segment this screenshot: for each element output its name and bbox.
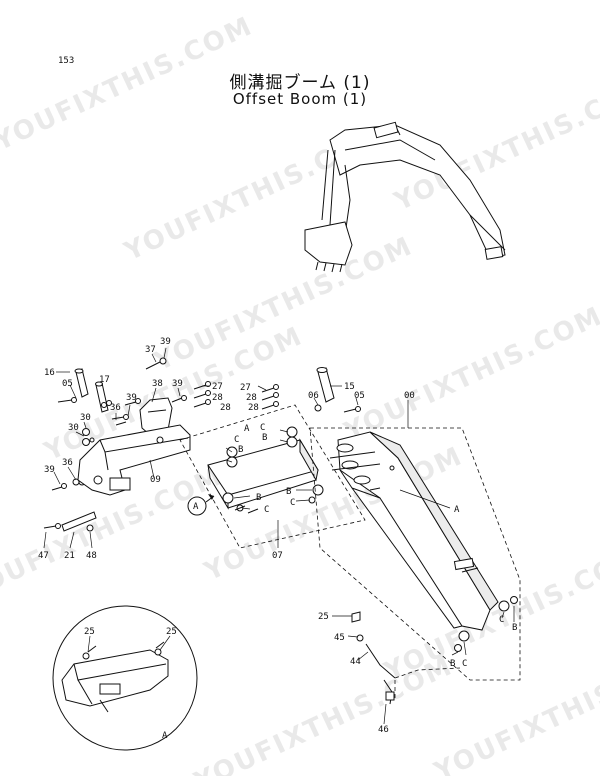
callout-b: B bbox=[450, 659, 455, 669]
boom-assembly-00 bbox=[309, 427, 521, 681]
callout-25: 25 bbox=[84, 627, 95, 637]
callout-a-marker bbox=[187, 494, 215, 516]
pin-part-15 bbox=[316, 367, 335, 403]
callout-44: 44 bbox=[350, 657, 361, 667]
callout-b: B bbox=[238, 445, 243, 455]
callout-06: 06 bbox=[308, 391, 319, 401]
callout-b: B bbox=[256, 493, 261, 503]
callout-00: 00 bbox=[404, 391, 415, 401]
page-title-english: Offset Boom (1) bbox=[232, 90, 368, 108]
callout-c: C bbox=[260, 423, 265, 433]
pin-part-21 bbox=[43, 511, 97, 532]
callout-25: 25 bbox=[166, 627, 177, 637]
callout-a: A bbox=[244, 424, 250, 434]
callout-46: 46 bbox=[378, 725, 389, 735]
callout-45: 45 bbox=[334, 633, 345, 643]
callout-25: 25 bbox=[318, 612, 329, 622]
callout-28: 28 bbox=[248, 403, 259, 413]
callout-05: 05 bbox=[354, 391, 365, 401]
callout-28: 28 bbox=[220, 403, 231, 413]
pin-part-17 bbox=[95, 381, 109, 413]
callout-c: C bbox=[234, 435, 239, 445]
page-number: 153 bbox=[58, 56, 75, 66]
callout-39: 39 bbox=[126, 393, 137, 403]
bolt-parts-05-06 bbox=[314, 404, 361, 413]
callout-a-marker-label: A bbox=[193, 502, 199, 512]
pin-part-16 bbox=[74, 368, 89, 398]
callout-39: 39 bbox=[160, 337, 171, 347]
callout-39: 39 bbox=[172, 379, 183, 389]
bolt-parts-27-28 bbox=[193, 381, 279, 410]
callout-28: 28 bbox=[246, 393, 257, 403]
callout-c: C bbox=[462, 659, 467, 669]
callout-38: 38 bbox=[152, 379, 163, 389]
callout-47: 47 bbox=[38, 551, 49, 561]
page-title-japanese: 側溝掘ブーム (1) bbox=[229, 73, 371, 93]
callout-05: 05 bbox=[62, 379, 73, 389]
callout-a: A bbox=[454, 505, 460, 515]
bracket-part-09 bbox=[77, 424, 191, 496]
callout-27: 27 bbox=[212, 382, 223, 392]
callout-30: 30 bbox=[68, 423, 79, 433]
callout-b: B bbox=[512, 623, 517, 633]
callout-30: 30 bbox=[80, 413, 91, 423]
callout-b: B bbox=[262, 433, 267, 443]
callout-09: 09 bbox=[150, 475, 161, 485]
callout-16: 16 bbox=[44, 368, 55, 378]
machine-overview-illustration bbox=[304, 121, 506, 273]
grease-line-parts-44-46 bbox=[351, 611, 461, 705]
callout-27: 27 bbox=[240, 383, 251, 393]
lower-pin-group-07 bbox=[179, 404, 366, 549]
callout-c: C bbox=[499, 615, 504, 625]
detail-view-label: A bbox=[162, 731, 168, 741]
callout-b: B bbox=[286, 487, 291, 497]
callout-17: 17 bbox=[99, 375, 110, 385]
callout-48: 48 bbox=[86, 551, 97, 561]
callout-c: C bbox=[290, 498, 295, 508]
callout-07: 07 bbox=[272, 551, 283, 561]
callout-21: 21 bbox=[64, 551, 75, 561]
callout-39: 39 bbox=[44, 465, 55, 475]
callout-36: 36 bbox=[110, 403, 121, 413]
bolt-parts-small bbox=[51, 357, 187, 491]
callout-15: 15 bbox=[344, 382, 355, 392]
callout-37: 37 bbox=[145, 345, 156, 355]
callout-c: C bbox=[264, 505, 269, 515]
callout-28: 28 bbox=[212, 393, 223, 403]
leader-lines bbox=[43, 347, 515, 725]
callout-36: 36 bbox=[62, 458, 73, 468]
